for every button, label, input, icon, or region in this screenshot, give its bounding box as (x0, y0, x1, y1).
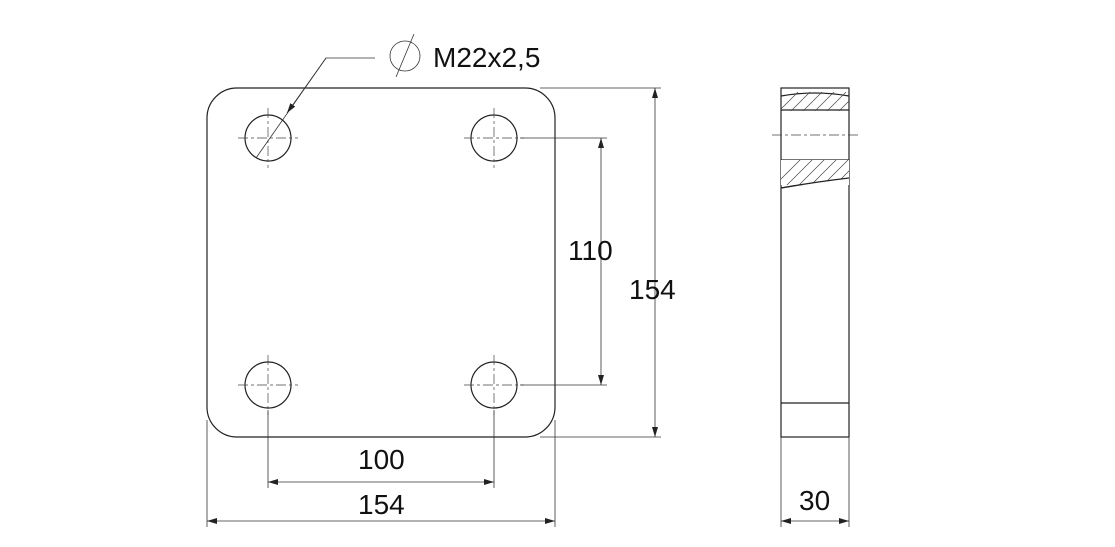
section-hatch (781, 92, 849, 111)
thread-callout: M22x2,5 (255, 33, 540, 159)
dimension-hole-spacing-horizontal: 100 (267, 410, 495, 488)
plate-side-view (772, 87, 858, 438)
bolt-hole (464, 108, 524, 168)
dimension-plate-height: 154 (540, 87, 676, 438)
dimension-value: 154 (358, 489, 405, 520)
plate-front-view (206, 87, 556, 438)
dimension-value: 154 (629, 274, 676, 305)
bolt-hole (464, 355, 524, 415)
dimension-thickness: 30 (780, 437, 850, 527)
dimension-value: 30 (799, 485, 830, 516)
dimension-hole-spacing-vertical: 110 (520, 137, 613, 386)
bolt-hole (238, 355, 298, 415)
bolt-hole (238, 108, 298, 168)
thread-label: M22x2,5 (433, 42, 540, 73)
dimension-value: 100 (358, 444, 405, 475)
section-hatch (781, 160, 849, 185)
dimension-plate-width: 154 (206, 420, 556, 527)
dimension-value: 110 (568, 235, 613, 266)
diameter-symbol-icon (389, 33, 421, 78)
